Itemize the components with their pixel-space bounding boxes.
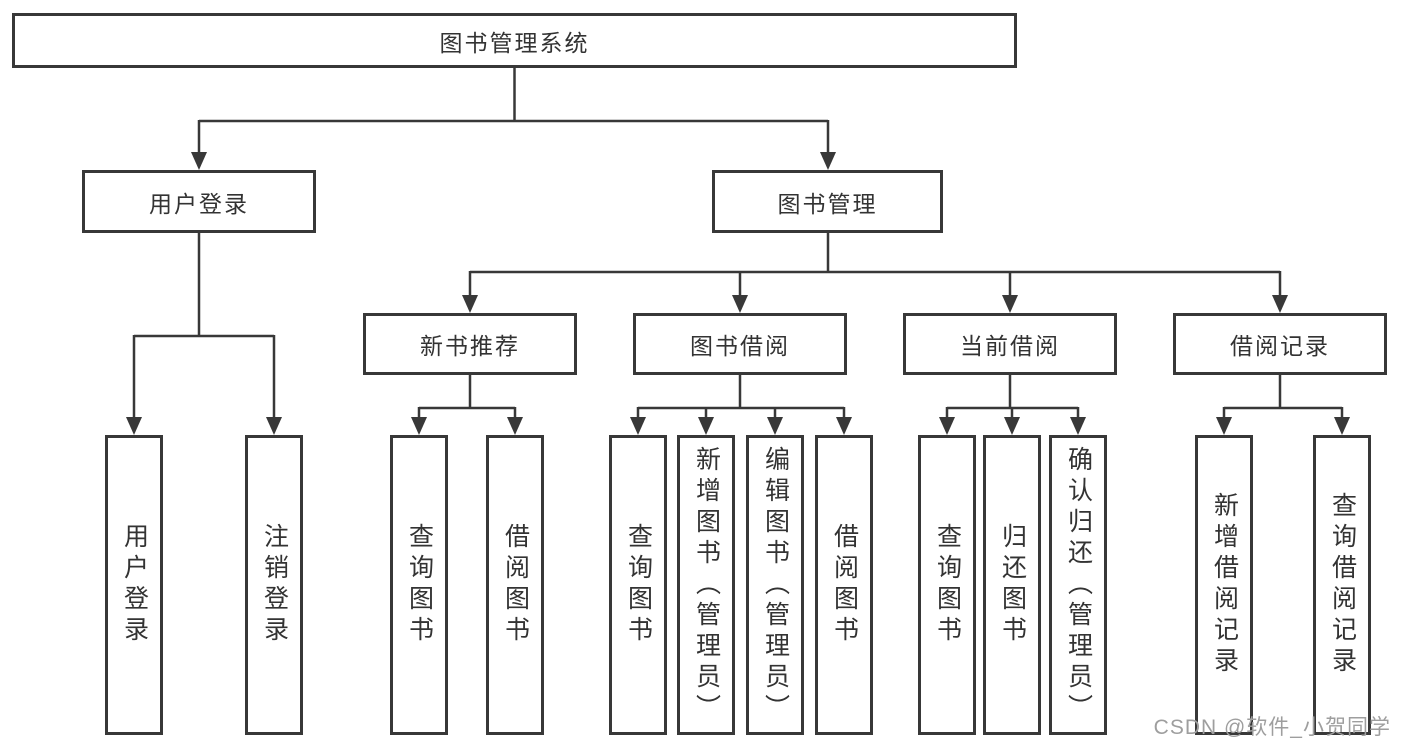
- arrow-down-icon: [1004, 417, 1020, 435]
- node-user-login: 用户登录: [82, 170, 316, 233]
- leaf-borrow-books-1: 借阅图书: [486, 435, 544, 735]
- arrow-down-icon: [462, 295, 478, 313]
- arrow-down-icon: [266, 417, 282, 435]
- arrow-down-icon: [191, 152, 207, 170]
- leaf-query-books-3: 查询图书: [918, 435, 976, 735]
- leaf-query-borrow-record: 查询借阅记录: [1313, 435, 1371, 735]
- node-new-book-recommendation: 新书推荐: [363, 313, 577, 375]
- node-book-management: 图书管理: [712, 170, 943, 233]
- arrow-down-icon: [411, 417, 427, 435]
- arrow-down-icon: [698, 417, 714, 435]
- node-borrowing-records: 借阅记录: [1173, 313, 1387, 375]
- arrow-down-icon: [836, 417, 852, 435]
- arrow-down-icon: [767, 417, 783, 435]
- leaf-user-login: 用户登录: [105, 435, 163, 735]
- node-library-management-system: 图书管理系统: [12, 13, 1017, 68]
- node-current-borrowing: 当前借阅: [903, 313, 1117, 375]
- csdn-watermark: CSDN @软件_小贺同学: [1153, 716, 1391, 739]
- arrow-down-icon: [630, 417, 646, 435]
- leaf-query-books-2: 查询图书: [609, 435, 667, 735]
- leaf-query-books-1: 查询图书: [390, 435, 448, 735]
- node-book-borrowing: 图书借阅: [633, 313, 847, 375]
- leaf-add-book-admin: 新增图书（管理员）: [677, 435, 735, 735]
- arrow-down-icon: [507, 417, 523, 435]
- leaf-add-borrow-record: 新增借阅记录: [1195, 435, 1253, 735]
- arrow-down-icon: [1216, 417, 1232, 435]
- arrow-down-icon: [939, 417, 955, 435]
- arrow-down-icon: [820, 152, 836, 170]
- leaf-logout: 注销登录: [245, 435, 303, 735]
- leaf-confirm-return-admin: 确认归还（管理员）: [1049, 435, 1107, 735]
- leaf-borrow-books-2: 借阅图书: [815, 435, 873, 735]
- arrow-down-icon: [1272, 295, 1288, 313]
- leaf-edit-book-admin: 编辑图书（管理员）: [746, 435, 804, 735]
- leaf-return-books: 归还图书: [983, 435, 1041, 735]
- arrow-down-icon: [1334, 417, 1350, 435]
- arrow-down-icon: [1002, 295, 1018, 313]
- arrow-down-icon: [732, 295, 748, 313]
- arrow-down-icon: [1070, 417, 1086, 435]
- arrow-down-icon: [126, 417, 142, 435]
